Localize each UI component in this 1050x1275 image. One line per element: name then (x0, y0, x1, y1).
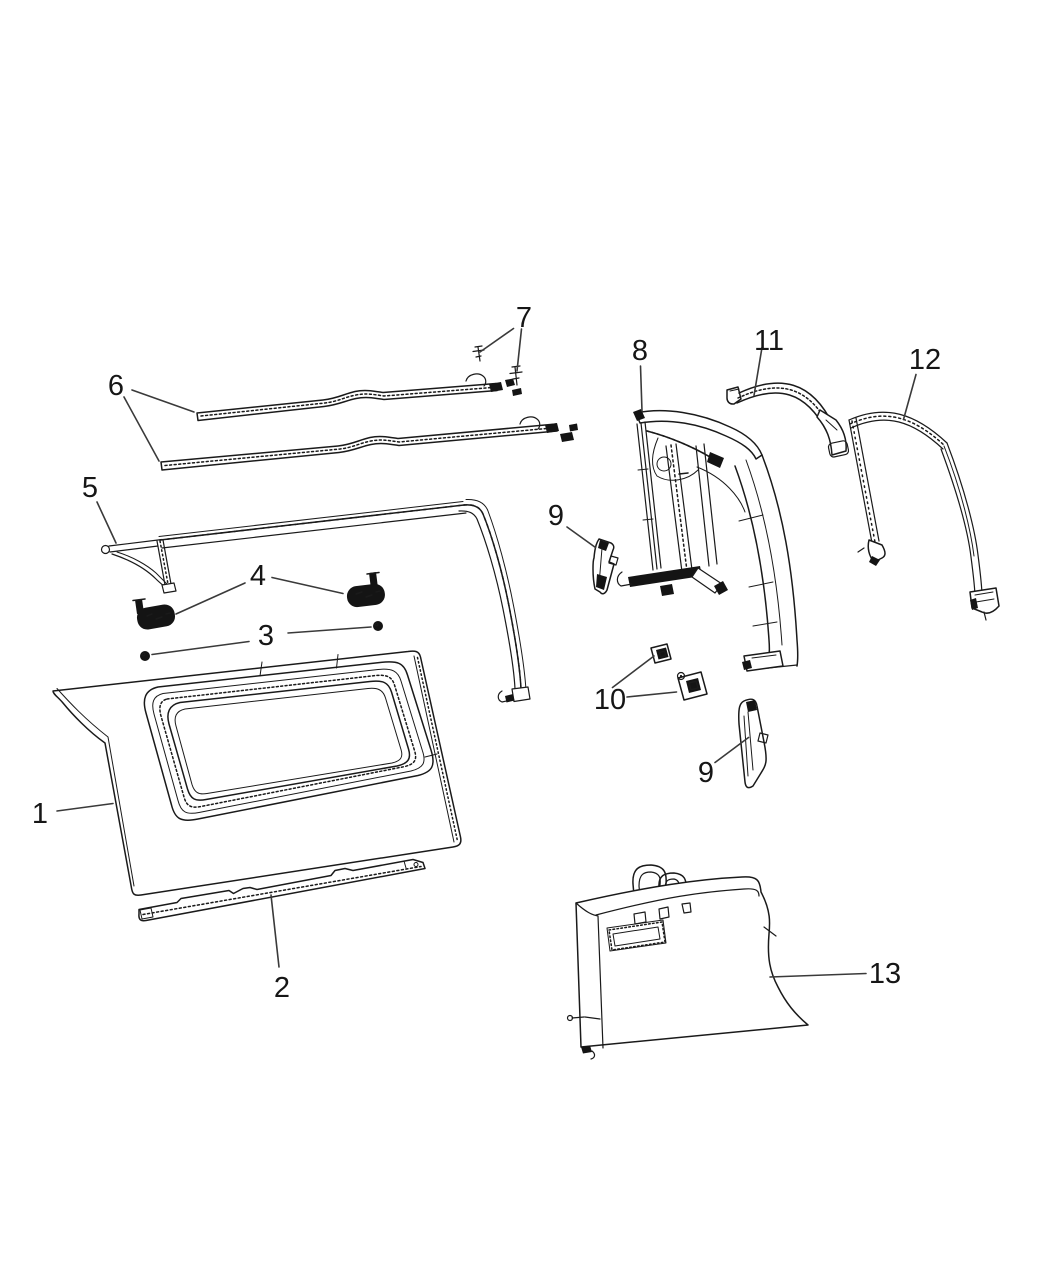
clip-small (650, 643, 672, 664)
clip-left (132, 598, 176, 630)
leader-line (516, 328, 523, 372)
leader-line (287, 626, 372, 634)
leader-line (902, 373, 917, 421)
callout-12-label: 12 (909, 344, 941, 376)
callout-2-label: 2 (274, 972, 290, 1004)
part-7-screws (472, 345, 523, 386)
part-9-blade-lower (738, 698, 769, 789)
callout-3-label: 3 (258, 620, 274, 652)
callout-13-label: 13 (869, 958, 901, 990)
leader-line (769, 972, 867, 978)
clip-right (346, 571, 385, 608)
leader-line (626, 691, 678, 698)
leader-line (271, 576, 344, 595)
leader-lines (56, 327, 917, 978)
callout-1-label: 1 (32, 798, 48, 830)
part-6-rail-lower (160, 416, 578, 471)
part-2-lower-strip (138, 858, 426, 922)
callout-8-label: 8 (632, 335, 648, 367)
callout-7-label: 7 (516, 302, 532, 334)
part-13-storage-bag (566, 864, 809, 1060)
callout-4-label: 4 (250, 560, 266, 592)
callout-5-label: 5 (82, 472, 98, 504)
leader-line (714, 736, 750, 764)
part-3-grommets (140, 621, 383, 661)
leader-line (56, 802, 114, 812)
part-6-rail-upper (196, 373, 522, 422)
callout-10-label: 10 (594, 684, 626, 716)
part-9-bracket-upper (592, 538, 619, 595)
clip-large (676, 671, 708, 701)
leader-line (151, 640, 250, 656)
part-1-quarter-window-panel (52, 650, 462, 896)
callout-11-label: 11 (754, 325, 784, 357)
leader-line (611, 655, 655, 689)
leader-line (123, 396, 160, 462)
leader-line (753, 346, 763, 397)
callout-9b-label: 9 (698, 757, 714, 789)
leader-line (639, 365, 643, 412)
leader-line (479, 327, 515, 353)
screw (472, 345, 485, 362)
part-12-weatherstrip (848, 411, 1000, 621)
screw (509, 365, 523, 386)
leader-line (175, 582, 246, 615)
part-5-seal-assembly (100, 498, 531, 703)
part-8-frame-assembly (616, 409, 799, 672)
leader-line (96, 501, 117, 544)
leader-line (270, 894, 280, 968)
leader-line (131, 389, 195, 413)
callout-labels: 1 2 3 4 5 6 7 8 9 9 10 11 12 13 (32, 302, 941, 1004)
part-10-clips (650, 643, 708, 701)
callout-9a-label: 9 (548, 500, 564, 532)
part-11-rail-arc (726, 382, 850, 458)
leader-line (566, 526, 597, 549)
callout-6-label: 6 (108, 370, 124, 402)
part-4-clips (132, 571, 385, 630)
